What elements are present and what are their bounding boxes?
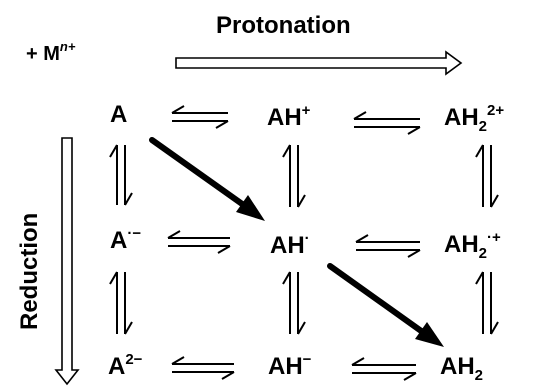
species-AH-radical: AH· — [270, 230, 310, 259]
equilibrium-AHplus-AHradical — [282, 144, 306, 208]
species-AH-plus: AH+ — [267, 102, 311, 131]
diagonal-arrow-AHradical-to-AH2 — [327, 263, 444, 347]
equilibrium-AH2radcation-AH2 — [475, 271, 499, 335]
reduction-title: Reduction — [16, 212, 43, 330]
species-A-2minus: A2− — [108, 351, 143, 380]
species-A-radical-anion: A·− — [110, 225, 142, 254]
equilibrium-A2minus-AHminus — [171, 356, 235, 380]
equilibrium-AHplus-AH2-2plus — [353, 111, 421, 135]
species-AH-minus: AH− — [268, 351, 312, 380]
reduction-arrow — [54, 137, 80, 386]
equilibrium-Aradanion-A2minus — [109, 271, 133, 335]
equilibrium-Aradanion-AHradical — [167, 230, 231, 254]
protonation-title: Protonation — [216, 12, 351, 39]
metal-base: + M — [26, 43, 60, 65]
species-AH2-2plus: AH22+ — [444, 102, 505, 135]
equilibrium-A-Aradanion — [109, 144, 133, 206]
metal-charge: n+ — [59, 39, 76, 54]
diagonal-arrow-A-to-AHradical — [149, 137, 265, 221]
species-AH2-radical-cation: AH2·+ — [444, 229, 501, 262]
equilibrium-AHradical-AH2radcation — [355, 234, 421, 258]
metal-ion-label: + Mn+ — [26, 40, 75, 65]
equilibrium-A-AHplus — [171, 105, 229, 129]
protonation-arrow — [175, 50, 463, 76]
species-AH2: AH2 — [440, 353, 484, 384]
equilibrium-AHminus-AH2 — [351, 357, 417, 381]
species-A: A — [110, 101, 128, 128]
equilibrium-AH2-2plus-AH2radcation — [475, 144, 499, 208]
equilibrium-AHradical-AHminus — [282, 271, 306, 335]
